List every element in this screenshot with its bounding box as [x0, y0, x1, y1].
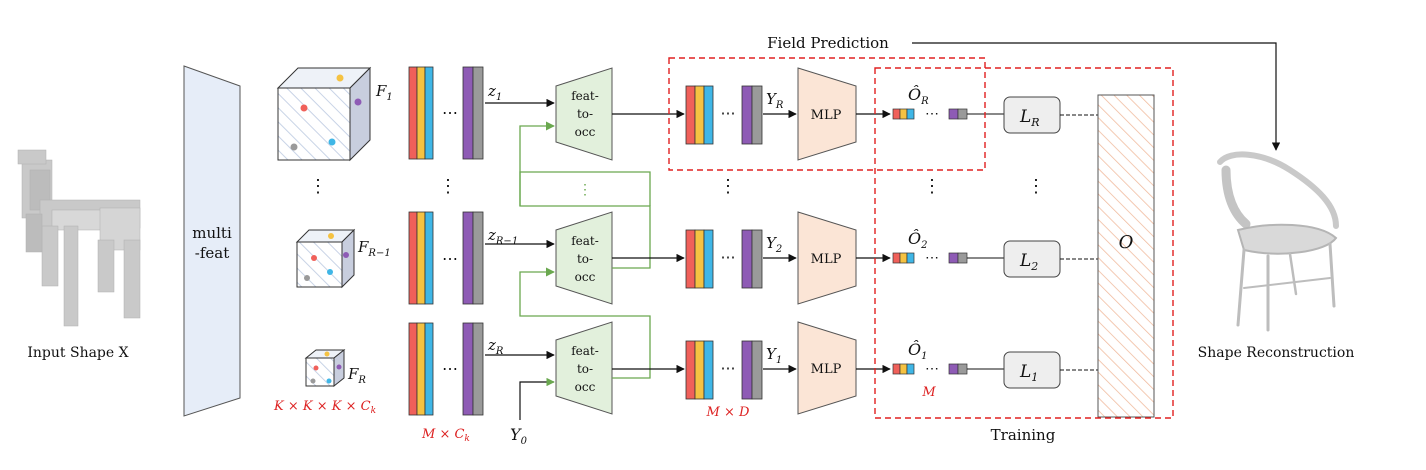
O-hat-2-label: Ô2 [908, 228, 928, 251]
mlp-block-top: MLP [797, 67, 857, 161]
skip-connections [519, 121, 651, 379]
field-top-ellipsis: ⋯ [721, 104, 736, 122]
Y0-label: Y0 [510, 425, 528, 447]
multi-feat-label-line1: multi [192, 224, 232, 242]
latent-stack-top [408, 66, 484, 160]
feature-FR-1-label: FR−1 [357, 238, 391, 259]
feat-to-occ-block-top: feat- to- occ [555, 67, 613, 161]
svg-text:occ: occ [575, 270, 596, 284]
occ-top-ellipsis: ⋯ [925, 106, 939, 122]
svg-text:occ: occ [575, 125, 596, 139]
field-stack-bottom [685, 340, 763, 400]
feature-F1-label: F1 [375, 82, 393, 103]
zR-label: zR [487, 336, 504, 357]
loss-box-top: LR [1003, 96, 1061, 134]
reconstructed-chair-image [1217, 151, 1339, 332]
zR-1-label: zR−1 [487, 226, 518, 247]
training-label: Training [991, 426, 1056, 444]
input-voxel-chair-image [17, 149, 141, 327]
field-bottom-ellipsis: ⋯ [721, 359, 736, 377]
arrow-Y0-to-featocc [519, 377, 555, 420]
svg-text:MLP: MLP [811, 252, 842, 267]
latent-bottom-ellipsis: ⋯ [442, 359, 458, 378]
occ-dims-label: M [921, 385, 936, 400]
loss-box-bottom: L1 [1003, 351, 1061, 389]
field-prediction-label: Field Prediction [767, 34, 889, 52]
loss-vdots: ⋮ [1027, 176, 1045, 197]
mlp-block-bottom: MLP [797, 321, 857, 415]
latent-top-ellipsis: ⋯ [442, 103, 458, 122]
svg-text:feat-: feat- [571, 344, 599, 358]
svg-text:MLP: MLP [811, 108, 842, 123]
feature-FR-label: FR [347, 365, 366, 386]
svg-text:to-: to- [577, 252, 593, 266]
latent-middle-ellipsis: ⋯ [442, 249, 458, 268]
loss-box-middle: L2 [1003, 240, 1061, 278]
training-box [874, 67, 1174, 419]
multi-feat-label-line2: -feat [195, 244, 229, 262]
multi-feat-encoder [183, 65, 241, 417]
svg-text:O: O [1119, 232, 1134, 253]
field-stack-top [685, 85, 763, 145]
svg-text:feat-: feat- [571, 234, 599, 248]
field-prediction-box [668, 57, 986, 171]
field-stack-middle [685, 229, 763, 289]
occ-middle-ellipsis: ⋯ [925, 250, 939, 266]
svg-text:LR: LR [1019, 107, 1040, 129]
occ-vdots: ⋮ [923, 176, 941, 197]
mlp-block-middle: MLP [797, 211, 857, 305]
feature-cube-bottom [304, 348, 346, 388]
YR-label: YR [766, 90, 784, 111]
svg-text:L2: L2 [1019, 251, 1038, 273]
svg-text:MLP: MLP [811, 362, 842, 377]
cube-vdots: ⋮ [309, 176, 327, 197]
field-vdots: ⋮ [719, 176, 737, 197]
latent-vdots: ⋮ [439, 176, 457, 197]
Y2-label: Y2 [766, 234, 782, 255]
feat-to-occ-block-bottom: feat- to- occ [555, 321, 613, 415]
svg-text:to-: to- [577, 362, 593, 376]
feature-dims-label: K × K × K × Ck [273, 399, 376, 416]
field-dims-label: M × D [706, 405, 750, 420]
svg-text:to-: to- [577, 107, 593, 121]
Y1-label: Y1 [766, 345, 782, 366]
field-middle-ellipsis: ⋯ [721, 248, 736, 266]
feature-cube-top [276, 66, 372, 162]
O-hat-1-label: Ô1 [908, 339, 928, 362]
feat-to-occ-block-middle: feat- to- occ [555, 211, 613, 305]
O-hat-R-label: ÔR [908, 84, 929, 107]
svg-text:L1: L1 [1019, 362, 1038, 384]
occupancy-vector-top [892, 108, 968, 120]
occupancy-vector-middle [892, 252, 968, 264]
arrow-field-to-reconstruction [912, 42, 1281, 151]
svg-text:occ: occ [575, 380, 596, 394]
loss-to-gt-connectors [1060, 114, 1098, 371]
feature-cube-middle [295, 228, 356, 289]
skip-vdots: ⋮ [578, 182, 592, 198]
ground-truth-occupancy: O [1097, 94, 1155, 418]
z1-label: z1 [487, 82, 502, 103]
latent-dims-label: M × Ck [421, 427, 470, 444]
shape-reconstruction-label: Shape Reconstruction [1198, 345, 1355, 361]
svg-text:feat-: feat- [571, 89, 599, 103]
latent-stack-middle [408, 211, 484, 305]
input-shape-label: Input Shape X [27, 345, 128, 361]
latent-stack-bottom [408, 322, 484, 416]
occ-bottom-ellipsis: ⋯ [925, 361, 939, 377]
